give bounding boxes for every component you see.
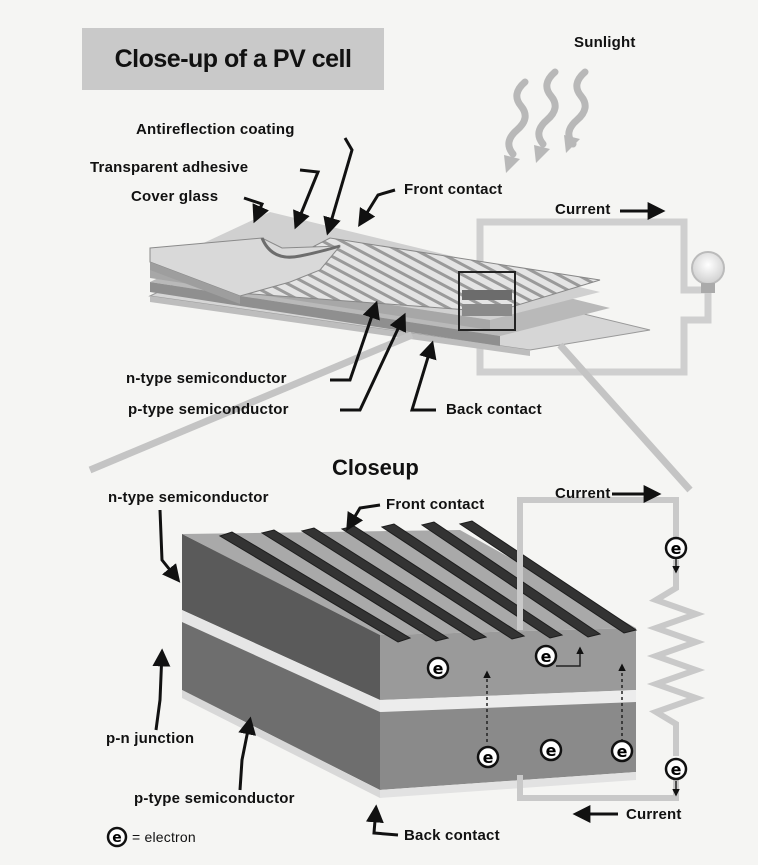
back-contact-label: Back contact (446, 401, 542, 418)
svg-text:e: e (433, 659, 444, 678)
antireflection-coating-label: Antireflection coating (136, 121, 295, 138)
svg-text:e: e (671, 539, 682, 558)
sunlight-label: Sunlight (574, 34, 636, 51)
transparent-adhesive-label: Transparent adhesive (90, 159, 249, 176)
title-box: Close-up of a PV cell (82, 28, 384, 90)
electron-symbols: e e e e e e e (106, 536, 688, 848)
p-type-label: p-type semiconductor (128, 401, 289, 418)
electron-arrows (483, 558, 680, 797)
sunlight-rays (505, 68, 589, 158)
svg-text:e: e (617, 742, 628, 761)
closeup-back-contact-label: Back contact (404, 827, 500, 844)
lightbulb-icon (691, 251, 725, 293)
current-label: Current (555, 201, 611, 218)
electron-icon: e (664, 536, 688, 560)
closeup-title: Closeup (332, 455, 419, 480)
page-title: Close-up of a PV cell (114, 44, 352, 73)
electron-icon: e (664, 757, 688, 781)
pn-junction-label: p-n junction (106, 730, 195, 747)
front-contact-label: Front contact (404, 181, 503, 198)
closeup-p-type-label: p-type semiconductor (134, 790, 295, 807)
legend-text: = electron (132, 829, 196, 845)
electron-icon: e (610, 739, 634, 763)
svg-text:e: e (112, 830, 122, 846)
svg-text:e: e (483, 748, 494, 767)
electron-icon: e (426, 656, 450, 680)
closeup-current-top-label: Current (555, 485, 611, 502)
svg-text:e: e (546, 741, 557, 760)
electron-icon: e (539, 738, 563, 762)
n-type-label: n-type semiconductor (126, 370, 287, 387)
electron-icon: e (534, 644, 558, 668)
svg-text:e: e (671, 760, 682, 779)
top-pv-cell (148, 212, 651, 356)
legend-electron-icon: e (106, 826, 128, 848)
cover-glass-label: Cover glass (131, 188, 219, 205)
top-leader-arrows (243, 137, 666, 412)
closeup-current-bottom-label: Current (626, 806, 682, 823)
svg-text:e: e (541, 647, 552, 666)
electron-icon: e (476, 745, 500, 769)
closeup-front-contact-label: Front contact (386, 496, 485, 513)
closeup-n-type-label: n-type semiconductor (108, 489, 269, 506)
sunlight-arrowheads (504, 135, 580, 173)
closeup-leader-arrows (152, 485, 662, 837)
